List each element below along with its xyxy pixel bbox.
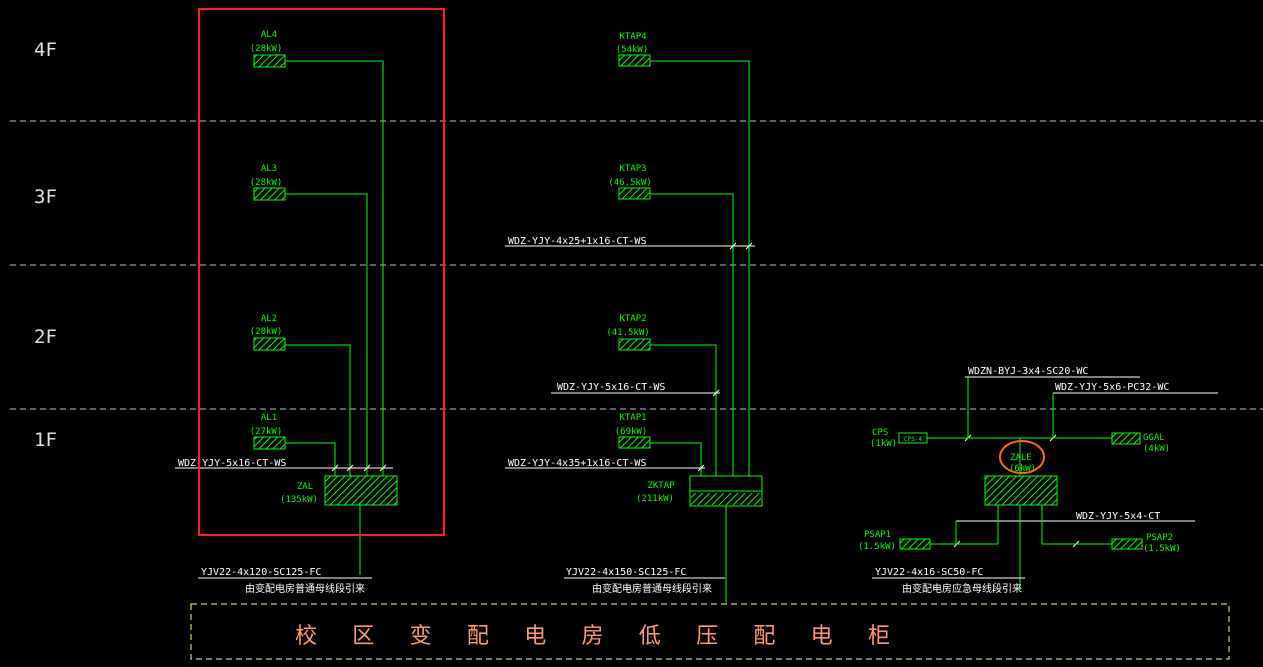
zal-group: AL4 (28kW) AL3 (28kW) AL2 (28kW) AL1 (27… <box>175 8 445 575</box>
highlight-circle-zale <box>999 440 1045 474</box>
panel-al4-power: (28kW) <box>250 44 283 54</box>
panel-psap1-power: (1.5kW) <box>858 542 896 552</box>
panel-ktap4-power: (54kW) <box>616 45 649 55</box>
panel-al1-name: AL1 <box>261 413 277 423</box>
panel-al3-name: AL3 <box>261 164 277 174</box>
panel-ggal-name: GGAL <box>1143 433 1165 443</box>
panel-al1-box[interactable] <box>253 436 286 450</box>
zale-group: CPS-4 CPS (1kW) GGAL (4kW) ZALE (6kW) PS… <box>858 366 1218 590</box>
panel-psap1-name: PSAP1 <box>864 530 891 540</box>
panel-ggal-box[interactable] <box>1111 432 1141 445</box>
feeders: YJV22-4x120-SC125-FC YJV22-4x150-SC125-F… <box>198 567 1025 595</box>
panel-cps-power: (1kW) <box>870 439 897 449</box>
lv-cabinet: 校 区 变 配 电 房 低 压 配 电 柜 <box>190 603 1230 660</box>
panel-ktap1-name: KTAP1 <box>619 413 646 423</box>
floor-label-2f: 2F <box>34 326 57 348</box>
panel-psap1-box[interactable] <box>899 538 931 550</box>
panel-al4-name: AL4 <box>261 30 277 40</box>
panel-ktap2-power: (41.5kW) <box>606 328 649 338</box>
panel-ggal-power: (4kW) <box>1143 444 1170 454</box>
source-label-normal-1: 由变配电房普通母线段引来 <box>245 582 365 595</box>
feeder-label-zale: YJV22-4x16-SC50-FC <box>875 567 983 578</box>
cable-label-ggal-line: WDZ-YJY-5x6-PC32-WC <box>1055 382 1169 393</box>
panel-psap2-box[interactable] <box>1111 538 1143 550</box>
panel-cps-name: CPS <box>872 428 888 438</box>
cable-label-cps-line: WDZN-BYJ-3x4-SC20-WC <box>968 366 1088 377</box>
panel-zktap-name: ZKTAP <box>647 481 675 491</box>
panel-ktap2-box[interactable] <box>618 338 651 351</box>
cable-label-kt-1f: WDZ-YJY-4x35+1x16-CT-WS <box>508 458 646 469</box>
panel-ktap3-power: (46.5kW) <box>608 178 651 188</box>
panel-zal-name: ZAL <box>297 482 313 492</box>
panel-ktap4-name: KTAP4 <box>619 32 646 42</box>
floor-label-4f: 4F <box>34 39 57 61</box>
panel-ktap2-name: KTAP2 <box>619 314 646 324</box>
lv-cabinet-title: 校 区 变 配 电 房 低 压 配 电 柜 <box>295 624 890 649</box>
cable-label-kt-2f: WDZ-YJY-5x16-CT-WS <box>557 382 665 393</box>
panel-zale-name: ZALE <box>1010 453 1032 463</box>
panel-cps-box[interactable] <box>898 432 928 444</box>
panel-al1-power: (27kW) <box>250 427 283 437</box>
panel-al2-power: (28kW) <box>250 327 283 337</box>
panel-cps-box-label: CPS-4 <box>904 436 922 443</box>
panel-zale-box[interactable] <box>984 475 1058 506</box>
panel-al3-power: (28kW) <box>250 178 283 188</box>
zktap-group: KTAP4 (54kW) KTAP3 (46.5kW) KTAP2 (41.5k… <box>505 32 763 603</box>
floor-label-3f: 3F <box>34 186 57 208</box>
panel-psap2-name: PSAP2 <box>1146 533 1173 543</box>
cable-label-psap-line: WDZ-YJY-5x4-CT <box>1076 511 1160 522</box>
source-label-emergency: 由变配电房应急母线段引来 <box>902 582 1022 595</box>
panel-ktap1-box[interactable] <box>618 436 651 449</box>
panel-psap2-power: (1.5kW) <box>1143 544 1181 554</box>
panel-zktap-power: (211kW) <box>636 494 674 504</box>
panel-al3-box[interactable] <box>253 187 286 201</box>
panel-ktap3-box[interactable] <box>618 187 651 200</box>
feeder-label-zktap: YJV22-4x150-SC125-FC <box>566 567 686 578</box>
panel-ktap4-box[interactable] <box>618 54 651 67</box>
source-label-normal-2: 由变配电房普通母线段引来 <box>592 582 712 595</box>
panel-al4-box[interactable] <box>253 54 286 68</box>
panel-ktap3-name: KTAP3 <box>619 164 646 174</box>
floor-dividers <box>10 120 1263 410</box>
cable-label-al-branch: WDZ-YJY-5x16-CT-WS <box>178 458 286 469</box>
panel-al2-box[interactable] <box>253 337 286 351</box>
panel-zal-power: (135kW) <box>280 495 318 505</box>
floor-labels: 4F 3F 2F 1F <box>34 39 57 451</box>
cable-label-kt-3f: WDZ-YJY-4x25+1x16-CT-WS <box>508 236 646 247</box>
panel-zal-box[interactable] <box>324 475 398 506</box>
floor-label-1f: 1F <box>34 429 57 451</box>
panel-ktap1-power: (69kW) <box>615 427 648 437</box>
panel-zale-power: (6kW) <box>1009 464 1036 474</box>
feeder-label-zal: YJV22-4x120-SC125-FC <box>201 567 321 578</box>
panel-al2-name: AL2 <box>261 314 277 324</box>
lv-cabinet-box[interactable] <box>190 603 1230 660</box>
highlight-box-zal <box>198 8 445 536</box>
